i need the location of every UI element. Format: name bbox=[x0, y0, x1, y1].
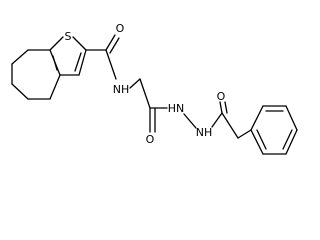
bond bbox=[78, 49, 87, 76]
bond-double-inner bbox=[52, 55, 58, 71]
bond bbox=[250, 129, 264, 155]
bond bbox=[250, 105, 264, 131]
bond-lines bbox=[11, 34, 298, 155]
bond-aromatic-inner bbox=[282, 129, 293, 150]
bond bbox=[49, 36, 64, 51]
bond bbox=[219, 101, 223, 114]
bond bbox=[129, 78, 141, 89]
atom-label-oxygen: O bbox=[146, 133, 155, 146]
molecule-diagram: S O NH O HN NH O bbox=[11, 22, 298, 155]
atom-label-hydrazide-hn: HN bbox=[168, 102, 185, 115]
bond-double-inner bbox=[224, 101, 228, 114]
atom-label-sulfur: S bbox=[65, 30, 72, 43]
atom-labels: S O NH O HN NH O bbox=[65, 22, 226, 146]
bond bbox=[72, 36, 87, 51]
bond bbox=[105, 49, 117, 80]
bond bbox=[183, 113, 197, 129]
atom-label-amide-nh: NH bbox=[113, 83, 130, 96]
bond bbox=[49, 74, 61, 100]
atom-label-oxygen: O bbox=[217, 90, 226, 103]
atom-label-hydrazide-nh: NH bbox=[196, 126, 213, 139]
bond bbox=[11, 83, 29, 100]
bond bbox=[237, 129, 252, 139]
bond bbox=[11, 49, 29, 65]
atom-label-oxygen: O bbox=[116, 22, 125, 35]
bond bbox=[285, 129, 298, 155]
bond bbox=[285, 105, 298, 131]
bond bbox=[211, 112, 223, 128]
bond-aromatic-inner bbox=[256, 129, 267, 150]
bond-double-inner bbox=[109, 37, 120, 54]
bond bbox=[105, 34, 116, 51]
bond-double-inner bbox=[74, 52, 82, 72]
bond bbox=[221, 112, 239, 139]
bond bbox=[139, 78, 151, 109]
